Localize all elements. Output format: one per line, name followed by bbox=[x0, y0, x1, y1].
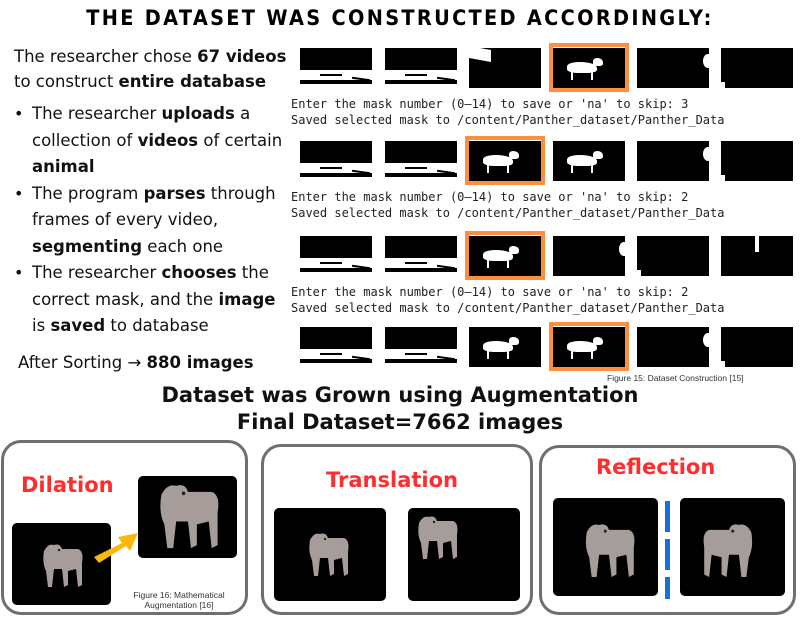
console-saved-line: Saved selected mask to /content/Panther_… bbox=[291, 206, 725, 220]
figure-16-caption: Figure 16: Mathematical Augmentation [16… bbox=[133, 590, 225, 610]
figure-15-caption: Figure 15: Dataset Construction [15] bbox=[607, 373, 744, 383]
cat-icon bbox=[160, 485, 219, 549]
mask-thumbnail bbox=[553, 48, 625, 88]
dilation-original-image bbox=[12, 523, 111, 605]
mask-thumbnail bbox=[300, 48, 372, 88]
mask-thumbnail bbox=[721, 48, 793, 88]
mask-thumbnail bbox=[300, 141, 372, 181]
process-bullet: The program parses through frames of eve… bbox=[12, 181, 292, 261]
after-sorting-label: After Sorting → bbox=[18, 353, 147, 372]
mask-thumbnail bbox=[300, 327, 372, 367]
process-bullet: The researcher uploads a collection of v… bbox=[12, 101, 292, 181]
after-sorting-count: 880 images bbox=[146, 353, 254, 372]
mirror-line-segment bbox=[665, 539, 670, 570]
selected-mask-highlight bbox=[465, 136, 545, 185]
mask-thumbnail bbox=[300, 236, 372, 276]
console-output: Enter the mask number (0–14) to save or … bbox=[291, 96, 800, 128]
mask-thumbnail bbox=[469, 327, 541, 367]
mask-thumbnail bbox=[637, 236, 709, 276]
process-bullets: The researcher uploads a collection of v… bbox=[12, 101, 292, 340]
intro-database: entire database bbox=[118, 72, 267, 91]
console-saved-line: Saved selected mask to /content/Panther_… bbox=[291, 113, 725, 127]
mask-thumbnail bbox=[721, 141, 793, 181]
mask-thumbnail bbox=[553, 236, 625, 276]
console-saved-line: Saved selected mask to /content/Panther_… bbox=[291, 301, 725, 315]
dilation-enlarged-image bbox=[138, 476, 237, 558]
mask-thumbnail bbox=[469, 48, 541, 88]
mask-thumbnail bbox=[553, 327, 625, 367]
augmentation-heading: Dataset was Grown using Augmentation bbox=[161, 383, 639, 407]
translation-panel: Translation bbox=[261, 444, 533, 615]
dilation-label: Dilation bbox=[21, 473, 114, 497]
cat-icon bbox=[309, 533, 349, 576]
arrow-icon bbox=[94, 533, 138, 563]
page-title: THE DATASET WAS CONSTRUCTED ACCORDINGLY: bbox=[86, 6, 714, 30]
intro-text: The researcher chose 67 videos to constr… bbox=[14, 44, 294, 94]
selected-mask-highlight bbox=[549, 43, 629, 92]
translation-shifted-image bbox=[408, 508, 520, 601]
cat-icon bbox=[418, 516, 458, 559]
mask-thumbnail bbox=[385, 327, 457, 367]
mask-thumbnail bbox=[721, 236, 793, 276]
mask-thumbnail bbox=[385, 48, 457, 88]
intro-mid: to construct bbox=[14, 72, 119, 91]
reflection-mirrored-image bbox=[680, 498, 785, 596]
mask-thumbnail bbox=[385, 236, 457, 276]
selected-mask-highlight bbox=[549, 322, 629, 371]
mask-thumbnail bbox=[637, 327, 709, 367]
dilation-panel: Dilation Figure 16: Mathematical Augment… bbox=[1, 440, 248, 615]
console-prompt-line: Enter the mask number (0–14) to save or … bbox=[291, 285, 689, 299]
cat-icon bbox=[703, 524, 753, 578]
intro-pre: The researcher chose bbox=[14, 47, 198, 66]
mask-thumbnail bbox=[469, 236, 541, 276]
mirror-line-segment bbox=[665, 577, 670, 599]
mask-thumbnail bbox=[385, 141, 457, 181]
translation-label: Translation bbox=[326, 468, 458, 492]
after-sorting: After Sorting → 880 images bbox=[18, 353, 254, 372]
mask-thumbnail bbox=[469, 141, 541, 181]
mask-thumbnail bbox=[637, 141, 709, 181]
cat-icon bbox=[585, 524, 635, 578]
mirror-line-segment bbox=[665, 501, 670, 532]
intro-videos-count: 67 videos bbox=[197, 47, 287, 66]
translation-original-image bbox=[274, 508, 386, 601]
process-bullet: The researcher chooses the correct mask,… bbox=[12, 260, 292, 340]
console-prompt-line: Enter the mask number (0–14) to save or … bbox=[291, 190, 689, 204]
console-prompt-line: Enter the mask number (0–14) to save or … bbox=[291, 97, 689, 111]
console-output: Enter the mask number (0–14) to save or … bbox=[291, 284, 800, 316]
mask-thumbnail bbox=[721, 327, 793, 367]
reflection-original-image bbox=[553, 498, 658, 596]
mask-thumbnail bbox=[637, 48, 709, 88]
mask-thumbnail bbox=[553, 141, 625, 181]
reflection-panel: Reflection bbox=[539, 445, 796, 615]
reflection-label: Reflection bbox=[596, 455, 716, 479]
final-dataset-count: Final Dataset=7662 images bbox=[236, 410, 564, 434]
selected-mask-highlight bbox=[465, 231, 545, 280]
cat-icon bbox=[43, 544, 83, 587]
console-output: Enter the mask number (0–14) to save or … bbox=[291, 189, 800, 221]
